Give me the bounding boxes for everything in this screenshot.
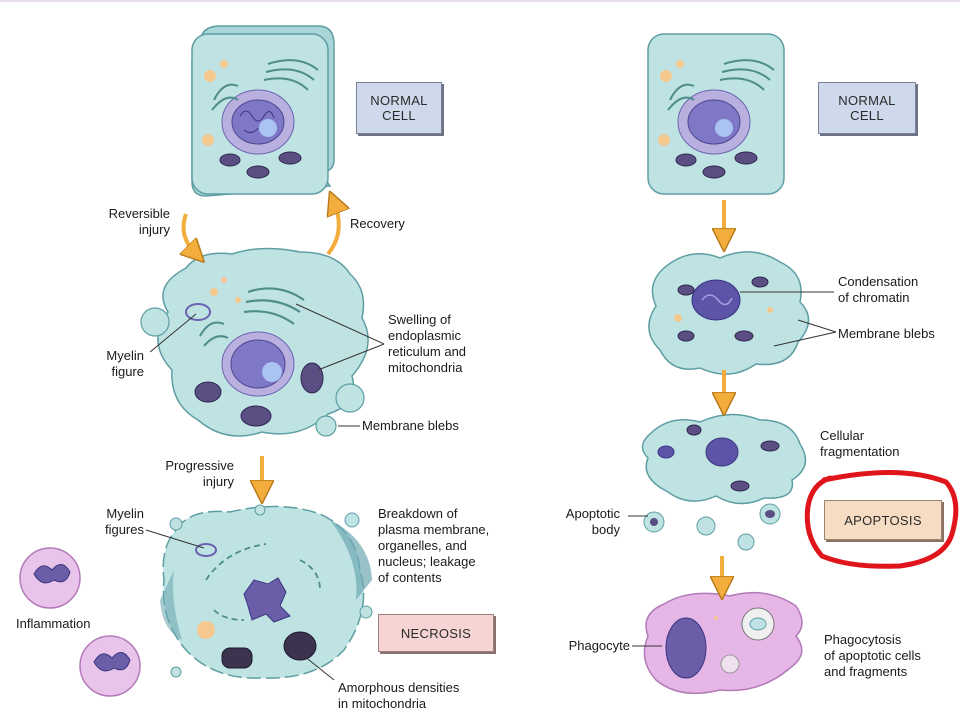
fragmenting-cell (641, 413, 807, 551)
necrotic-cell (160, 504, 373, 679)
inflammation-label: Inflammation (16, 616, 91, 631)
phagocytosis-label: Phagocytosis of apoptotic cells and frag… (824, 632, 921, 679)
membrane-blebs-right-label: Membrane blebs (838, 326, 935, 341)
condensing-cell (648, 251, 810, 375)
membrane-blebs-left-label: Membrane blebs (362, 418, 459, 433)
apoptosis-label: APOPTOSIS (824, 500, 942, 540)
swollen-cell (140, 247, 369, 437)
right-leader-lines (628, 291, 837, 647)
normal-cell-left (191, 25, 335, 197)
swelling-label: Swelling of endoplasmic reticulum and mi… (388, 312, 467, 375)
myelin-figures-label: Myelin figures (104, 506, 144, 537)
myelin-figure-label: Myelin figure (106, 348, 144, 379)
progressive-injury-label: Progressive injury (165, 458, 234, 489)
inflammation-cells (19, 547, 141, 697)
right-arrows (722, 200, 724, 588)
phagocyte-label: Phagocyte (568, 638, 630, 653)
normal-cell-right (647, 33, 785, 195)
phagocyte-cell (643, 591, 803, 695)
left-arrows (184, 202, 339, 492)
apoptosis-highlight-circle (804, 470, 959, 569)
cellular-fragmentation-label: Cellular fragmentation (820, 428, 900, 459)
recovery-label: Recovery (350, 216, 405, 231)
breakdown-label: Breakdown of plasma membrane, organelles… (378, 506, 490, 585)
apoptotic-body-label: Apoptotic body (565, 506, 620, 537)
normal-cell-right-label: NORMAL CELL (818, 82, 916, 134)
top-border (0, 0, 960, 2)
necrosis-label: NECROSIS (378, 614, 494, 652)
amorphous-densities-label: Amorphous densities in mitochondria (338, 680, 460, 711)
normal-cell-left-label: NORMAL CELL (356, 82, 442, 134)
left-leader-lines (145, 303, 385, 681)
condensation-label: Condensation of chromatin (838, 274, 919, 305)
reversible-injury-label: Reversible injury (108, 206, 170, 237)
